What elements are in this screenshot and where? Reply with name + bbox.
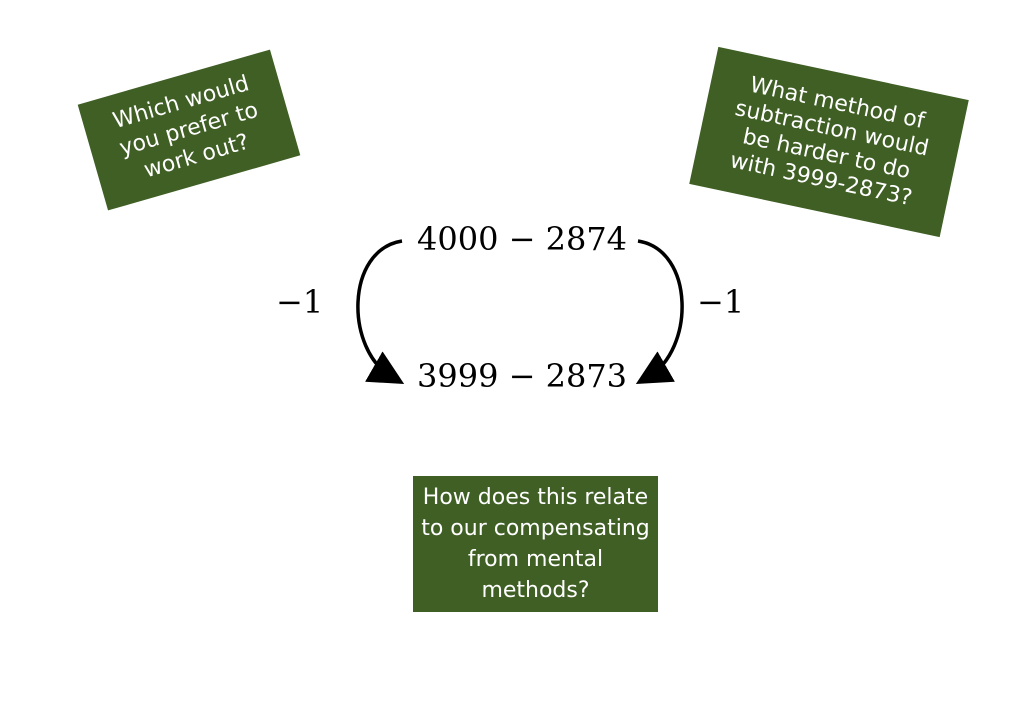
right-curved-arrow [635, 239, 684, 384]
equation-top: 4000 − 2874 [417, 220, 628, 258]
question-text-top-right: What method of subtraction would be hard… [727, 72, 931, 212]
adjustment-label-right: −1 [697, 283, 745, 321]
question-box-bottom: How does this relate to our compensating… [413, 476, 658, 612]
left-curved-arrow [356, 239, 405, 384]
adjustment-label-left: −1 [276, 283, 324, 321]
equation-bottom: 3999 − 2873 [417, 357, 628, 395]
question-text-bottom: How does this relate to our compensating… [421, 485, 650, 603]
